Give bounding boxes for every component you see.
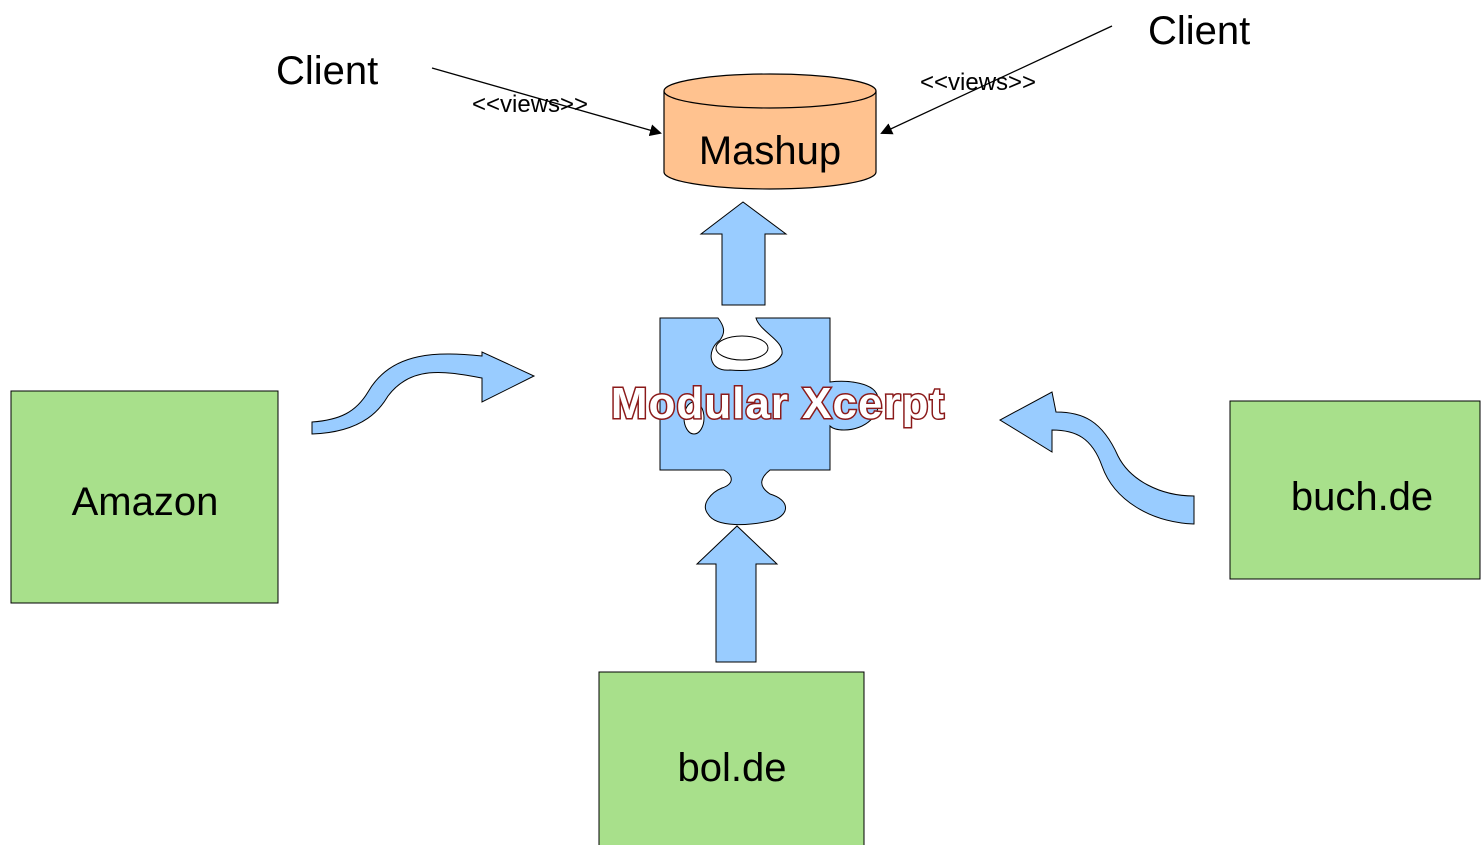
core-title: Modular Xcerpt	[611, 379, 945, 428]
client-left-label: Client	[276, 49, 378, 93]
arrow-bol-to-core	[695, 525, 779, 663]
client-left-views-label: <<views>>	[472, 91, 588, 118]
mashup-cylinder: Mashup	[663, 73, 877, 190]
client-right-view-edge	[880, 25, 1113, 135]
bol-de-label: bol.de	[678, 746, 787, 790]
buch-de-label: buch.de	[1291, 475, 1433, 519]
bol-de-box: bol.de	[598, 671, 865, 845]
puzzle-piece-icon	[659, 317, 880, 526]
amazon-box: Amazon	[10, 390, 279, 604]
arrow-core-to-mashup	[699, 201, 788, 306]
client-right-label: Client	[1148, 9, 1250, 53]
buch-de-box: buch.de	[1229, 400, 1481, 580]
amazon-label: Amazon	[72, 480, 219, 524]
arrow-amazon-to-core	[311, 351, 536, 435]
mashup-label: Mashup	[699, 129, 841, 173]
arrow-buch-to-core	[998, 391, 1195, 525]
client-right-views-label: <<views>>	[920, 69, 1036, 96]
client-left-view-edge	[431, 67, 662, 137]
